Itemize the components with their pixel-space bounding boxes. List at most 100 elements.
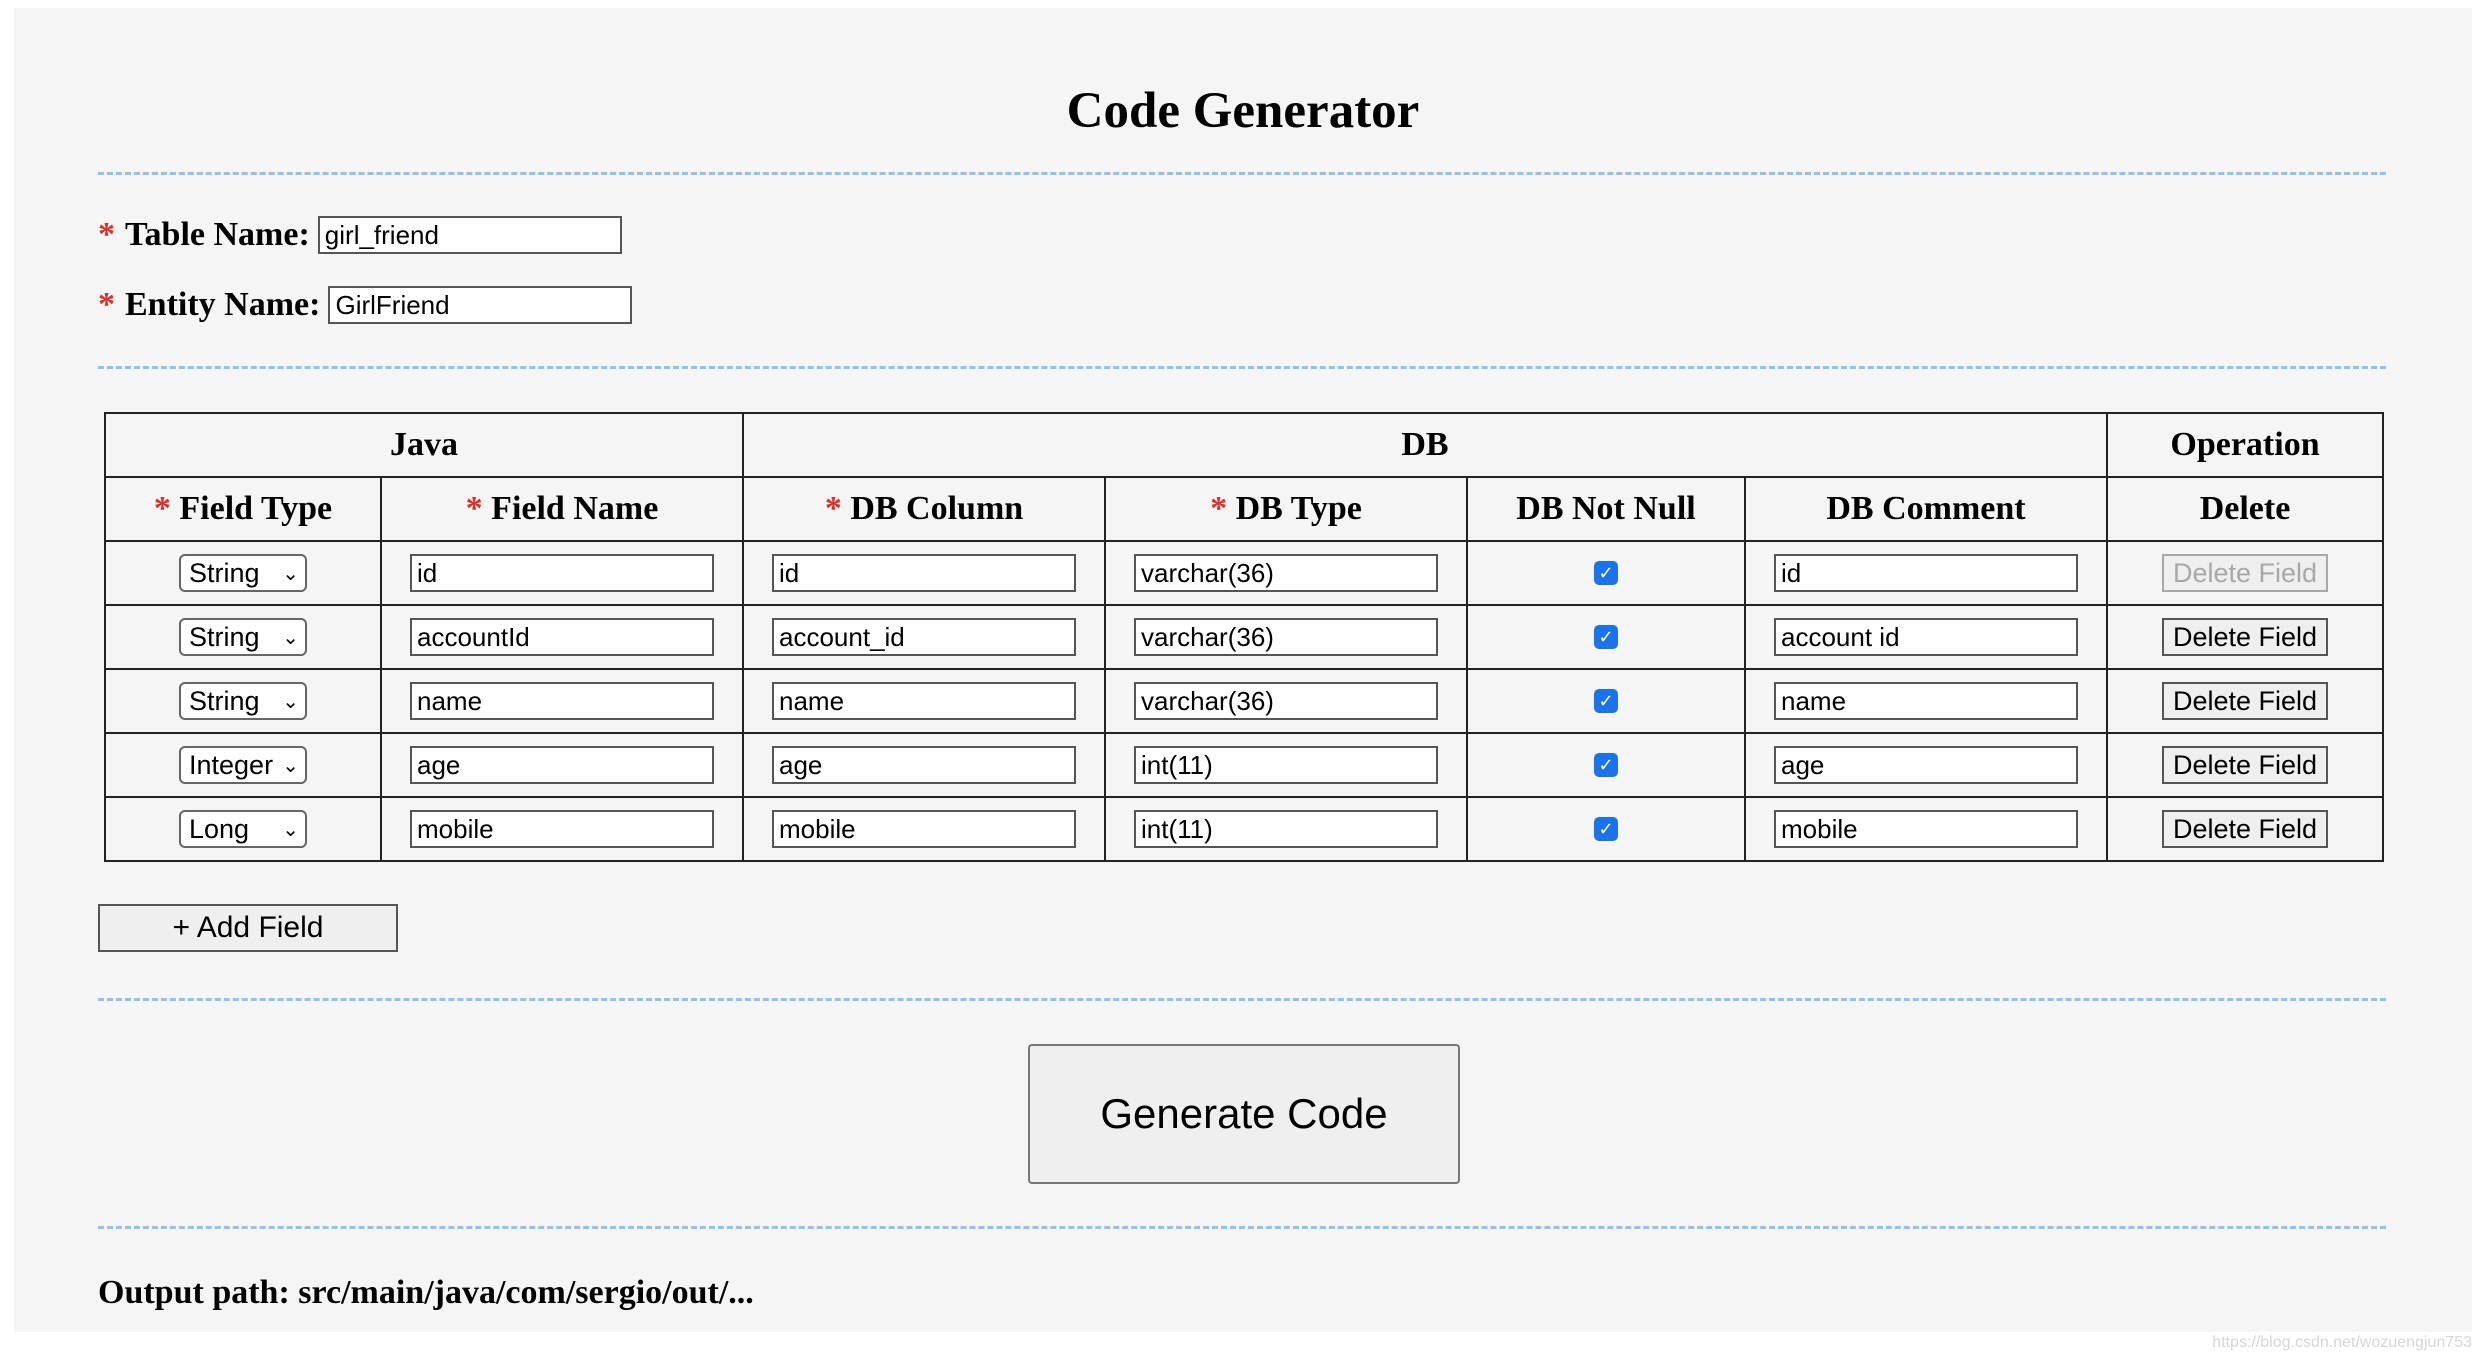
db-type-cell xyxy=(1104,668,1468,734)
column-header-delete: Delete xyxy=(2106,476,2384,542)
chevron-down-icon: ⌄ xyxy=(282,754,299,777)
column-header-label: DB Column xyxy=(850,490,1024,527)
db-column-cell xyxy=(742,540,1106,606)
db-type-input[interactable] xyxy=(1134,554,1438,592)
db-type-cell xyxy=(1104,540,1468,606)
db-type-input[interactable] xyxy=(1134,618,1438,656)
field-type-value: String xyxy=(189,621,260,652)
column-header-label: Field Name xyxy=(491,490,659,527)
field-type-select[interactable]: String⌄ xyxy=(179,682,307,720)
delete-cell: Delete Field xyxy=(2106,732,2384,798)
db-not-null-cell: ✓ xyxy=(1466,668,1746,734)
table-name-row: * Table Name: xyxy=(98,216,622,254)
field-name-cell xyxy=(380,796,744,862)
column-header-db-type: * DB Type xyxy=(1104,476,1468,542)
delete-field-button[interactable]: Delete Field xyxy=(2162,554,2328,592)
db-type-input[interactable] xyxy=(1134,810,1438,848)
db-not-null-cell: ✓ xyxy=(1466,796,1746,862)
db-column-cell xyxy=(742,732,1106,798)
db-comment-input[interactable] xyxy=(1774,746,2078,784)
db-comment-cell xyxy=(1744,540,2108,606)
field-type-value: String xyxy=(189,685,260,716)
group-header-db: DB xyxy=(742,412,2108,478)
divider-output xyxy=(98,1226,2386,1229)
field-name-input[interactable] xyxy=(410,746,714,784)
db-comment-cell xyxy=(1744,796,2108,862)
generate-code-button[interactable]: Generate Code xyxy=(1028,1044,1460,1184)
checkmark-icon: ✓ xyxy=(1598,562,1614,584)
required-mark: * xyxy=(98,286,115,323)
db-column-input[interactable] xyxy=(772,618,1076,656)
delete-cell: Delete Field xyxy=(2106,668,2384,734)
db-not-null-checkbox[interactable]: ✓ xyxy=(1594,625,1618,649)
db-column-input[interactable] xyxy=(772,554,1076,592)
table-row: Integer ⌄ ✓ Delete Field xyxy=(104,732,2384,798)
db-not-null-checkbox[interactable]: ✓ xyxy=(1594,753,1618,777)
db-column-cell xyxy=(742,796,1106,862)
delete-cell: Delete Field xyxy=(2106,604,2384,670)
db-comment-cell xyxy=(1744,732,2108,798)
divider-top xyxy=(98,172,2386,175)
db-column-input[interactable] xyxy=(772,810,1076,848)
db-type-input[interactable] xyxy=(1134,746,1438,784)
chevron-down-icon: ⌄ xyxy=(282,626,299,649)
field-name-cell xyxy=(380,732,744,798)
checkmark-icon: ✓ xyxy=(1598,754,1614,776)
group-header-row: Java DB Operation xyxy=(104,412,2384,478)
delete-field-button[interactable]: Delete Field xyxy=(2162,810,2328,848)
db-not-null-checkbox[interactable]: ✓ xyxy=(1594,561,1618,585)
field-type-value: String xyxy=(189,557,260,588)
column-header-field-type: * Field Type xyxy=(104,476,382,542)
watermark: https://blog.csdn.net/wozuengjun753 xyxy=(2212,1334,2472,1351)
entity-name-input[interactable] xyxy=(328,286,633,324)
db-comment-input[interactable] xyxy=(1774,554,2078,592)
db-comment-input[interactable] xyxy=(1774,682,2078,720)
field-name-input[interactable] xyxy=(410,618,714,656)
field-type-cell: Long ⌄ xyxy=(104,796,382,862)
field-name-input[interactable] xyxy=(410,554,714,592)
delete-field-button[interactable]: Delete Field xyxy=(2162,746,2328,784)
field-type-cell: Integer ⌄ xyxy=(104,732,382,798)
chevron-down-icon: ⌄ xyxy=(282,818,299,841)
column-header-label: Field Type xyxy=(179,490,333,527)
field-name-input[interactable] xyxy=(410,810,714,848)
db-column-input[interactable] xyxy=(772,746,1076,784)
table-row: Long ⌄ ✓ Delete Field xyxy=(104,796,2384,862)
required-mark: * xyxy=(465,490,483,527)
column-header-db-comment: DB Comment xyxy=(1744,476,2108,542)
db-comment-input[interactable] xyxy=(1774,810,2078,848)
delete-field-button[interactable]: Delete Field xyxy=(2162,618,2328,656)
field-type-value: Long xyxy=(189,813,250,844)
field-type-select[interactable]: String ⌄ xyxy=(179,554,307,592)
db-column-input[interactable] xyxy=(772,682,1076,720)
checkmark-icon: ✓ xyxy=(1598,626,1614,648)
db-not-null-cell: ✓ xyxy=(1466,604,1746,670)
field-name-input[interactable] xyxy=(410,682,714,720)
db-not-null-cell: ✓ xyxy=(1466,732,1746,798)
checkmark-icon: ✓ xyxy=(1598,818,1614,840)
field-name-cell xyxy=(380,668,744,734)
db-column-cell xyxy=(742,604,1106,670)
delete-field-button[interactable]: Delete Field xyxy=(2162,682,2328,720)
table-name-input[interactable] xyxy=(317,216,622,254)
db-not-null-checkbox[interactable]: ✓ xyxy=(1594,817,1618,841)
field-type-value: Integer xyxy=(189,749,274,780)
entity-name-row: * Entity Name: xyxy=(98,286,633,324)
db-type-cell xyxy=(1104,796,1468,862)
field-type-select[interactable]: Long ⌄ xyxy=(179,810,307,848)
group-header-operation: Operation xyxy=(2106,412,2384,478)
required-mark: * xyxy=(98,216,115,253)
db-comment-input[interactable] xyxy=(1774,618,2078,656)
field-type-cell: String ⌄ xyxy=(104,604,382,670)
db-not-null-checkbox[interactable]: ✓ xyxy=(1594,689,1618,713)
db-comment-cell xyxy=(1744,668,2108,734)
field-type-select[interactable]: Integer ⌄ xyxy=(179,746,307,784)
field-type-cell: String⌄ xyxy=(104,668,382,734)
add-field-button[interactable]: + Add Field xyxy=(98,904,398,952)
chevron-down-icon: ⌄ xyxy=(282,562,299,585)
delete-cell: Delete Field xyxy=(2106,796,2384,862)
field-type-select[interactable]: String ⌄ xyxy=(179,618,307,656)
db-not-null-cell: ✓ xyxy=(1466,540,1746,606)
db-column-cell xyxy=(742,668,1106,734)
db-type-input[interactable] xyxy=(1134,682,1438,720)
